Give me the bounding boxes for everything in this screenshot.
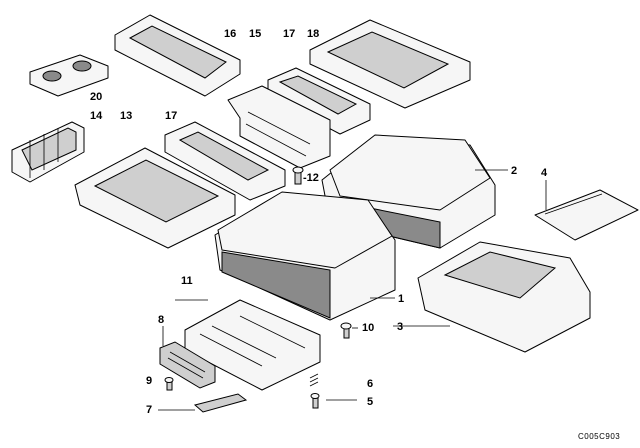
label-11: 11 [181,275,193,287]
part-latch [159,341,216,389]
label-8: 8 [158,314,165,326]
part-armrest-lower [214,191,396,321]
part-storage-tray-lower [164,121,286,201]
label-4: 4 [541,167,548,179]
label-15: 15 [249,28,262,40]
part-screw-12 [292,166,304,185]
label-16: 16 [224,28,237,40]
label-14: 14 [90,110,103,122]
part-side-bracket [11,121,85,183]
label-3: 3 [397,321,404,333]
leader-lines [158,169,547,411]
diagram-code: C005C903 [578,432,621,441]
label-1: 1 [398,293,405,305]
label-6: 6 [367,378,374,390]
part-screw-5 [310,393,320,409]
label-5: 5 [367,396,374,408]
label-7: 7 [146,404,153,416]
label-9: 9 [146,375,153,387]
label-20: 20 [90,91,103,103]
label-13: 13 [120,110,133,122]
part-screw-10 [340,322,352,339]
label-17-top: 17 [283,28,296,40]
part-cover-plate [534,189,639,241]
label-10: 10 [362,322,375,334]
label-18: 18 [307,28,320,40]
label-17-mid: 17 [165,110,178,122]
part-mechanism [227,85,331,169]
part-spring [309,373,319,387]
part-armrest-base [417,241,591,353]
label-2: 2 [511,165,518,177]
part-lower-tray [74,147,236,249]
part-upper-tray [114,14,241,97]
part-screw-9 [164,377,174,391]
part-rear-tray [309,19,471,109]
part-cupholder [29,54,109,97]
label-12: -12 [303,172,319,184]
part-strip [193,393,248,413]
